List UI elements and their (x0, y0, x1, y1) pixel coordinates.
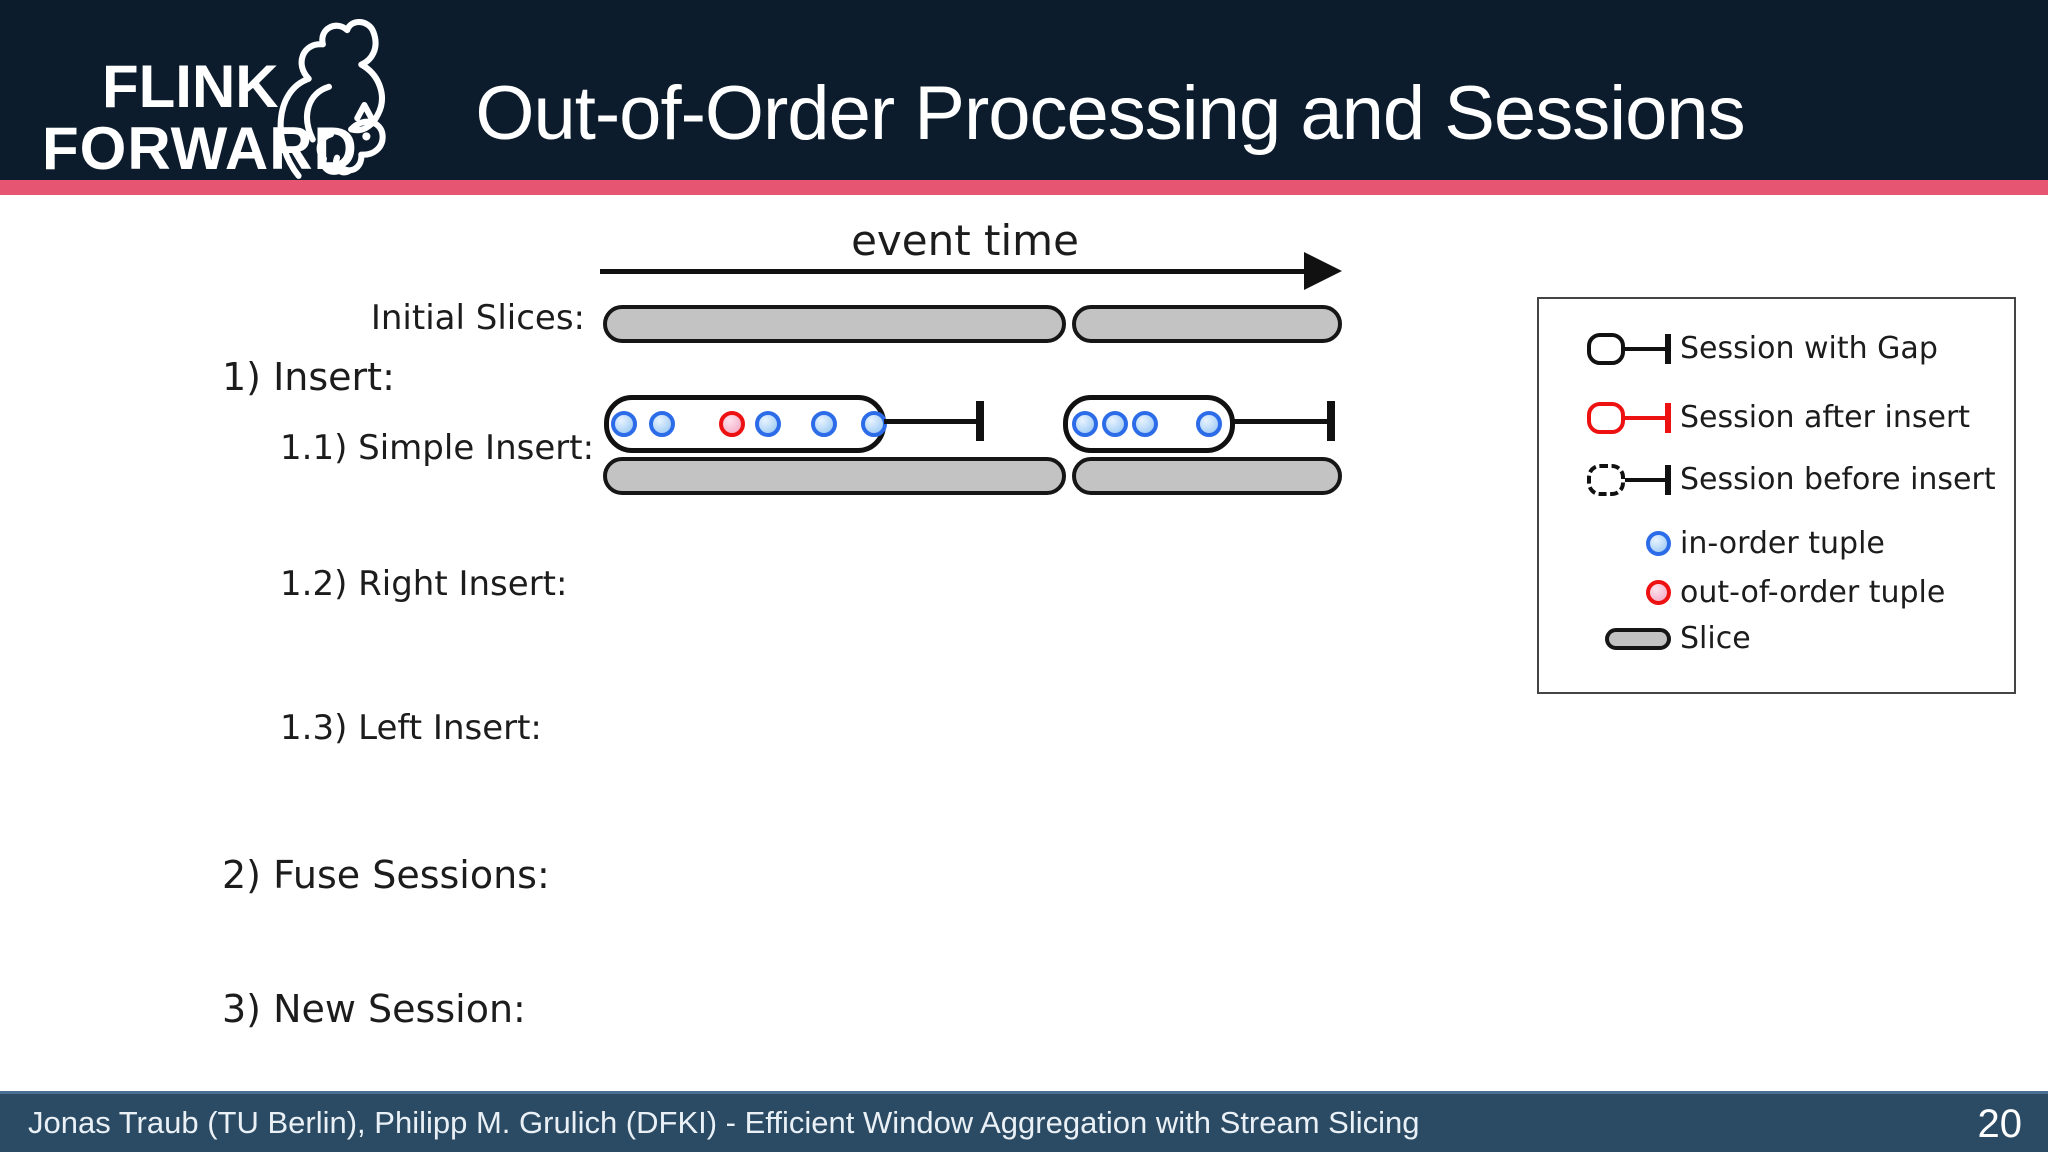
legend-box: Session with Gap Session after insert Se… (1537, 297, 2016, 694)
simple-insert-label: 1.1) Simple Insert: (280, 428, 595, 468)
initial-slice-1 (603, 305, 1066, 343)
legend-label: out-of-order tuple (1680, 575, 1946, 610)
in-order-tuple-icon (1539, 531, 1671, 556)
fuse-sessions-heading: 2) Fuse Sessions: (222, 853, 550, 897)
event-time-arrow-line (600, 269, 1312, 274)
out-of-order-tuple (719, 411, 745, 437)
legend-item-session-after-insert: Session after insert (1539, 400, 1970, 435)
legend-item-session-with-gap: Session with Gap (1539, 331, 1938, 366)
session-1-gap-end (976, 401, 984, 441)
session-with-gap-icon (1539, 332, 1671, 365)
in-order-tuple (755, 411, 781, 437)
legend-label: Session before insert (1680, 462, 1996, 497)
session-2 (1063, 395, 1235, 453)
session-1 (604, 395, 887, 453)
in-order-tuple (1072, 411, 1098, 437)
logo-line1: FLINK (102, 53, 279, 120)
session-2-gap-end (1327, 401, 1335, 441)
session-1-gap-line (884, 419, 976, 424)
insert-heading: 1) Insert: (222, 355, 395, 399)
slide-title: Out-of-Order Processing and Sessions (475, 71, 1745, 156)
simple-insert-slice-1 (603, 457, 1066, 495)
footer-bar: Jonas Traub (TU Berlin), Philipp M. Grul… (0, 1091, 2048, 1152)
logo-line2: FORWARD (42, 115, 358, 182)
session-2-gap-line (1233, 419, 1327, 424)
legend-label: in-order tuple (1680, 526, 1885, 561)
legend-label: Session with Gap (1680, 331, 1938, 366)
right-insert-label: 1.2) Right Insert: (280, 564, 568, 604)
legend-item-out-of-order-tuple: out-of-order tuple (1539, 575, 1945, 610)
in-order-tuple (1196, 411, 1222, 437)
in-order-tuple (611, 411, 637, 437)
legend-item-in-order-tuple: in-order tuple (1539, 526, 1885, 561)
flink-squirrel-icon (277, 19, 386, 179)
legend-item-slice: Slice (1539, 621, 1751, 656)
event-time-label: event time (851, 216, 1079, 265)
accent-divider (0, 180, 2048, 195)
session-before-insert-icon (1539, 463, 1671, 496)
legend-item-session-before-insert: Session before insert (1539, 462, 1996, 497)
in-order-tuple (1102, 411, 1128, 437)
out-of-order-tuple-icon (1539, 580, 1671, 605)
in-order-tuple (861, 411, 887, 437)
in-order-tuple (811, 411, 837, 437)
legend-label: Slice (1680, 621, 1751, 656)
flink-forward-logo: FLINK FORWARD (42, 14, 402, 182)
legend-label: Session after insert (1680, 400, 1971, 435)
session-after-insert-icon (1539, 401, 1671, 434)
initial-slice-2 (1072, 305, 1342, 343)
slice-icon (1539, 627, 1671, 650)
left-insert-label: 1.3) Left Insert: (280, 708, 542, 748)
footer-citation: Jonas Traub (TU Berlin), Philipp M. Grul… (28, 1105, 1420, 1140)
event-time-arrow-head (1304, 252, 1342, 290)
header-bar: FLINK FORWARD Out-of-Order Processing an… (0, 0, 2048, 182)
in-order-tuple (1132, 411, 1158, 437)
simple-insert-slice-2 (1072, 457, 1342, 495)
initial-slices-label: Initial Slices: (370, 298, 585, 338)
page-number: 20 (1977, 1102, 2023, 1146)
in-order-tuple (649, 411, 675, 437)
new-session-heading: 3) New Session: (222, 987, 526, 1031)
